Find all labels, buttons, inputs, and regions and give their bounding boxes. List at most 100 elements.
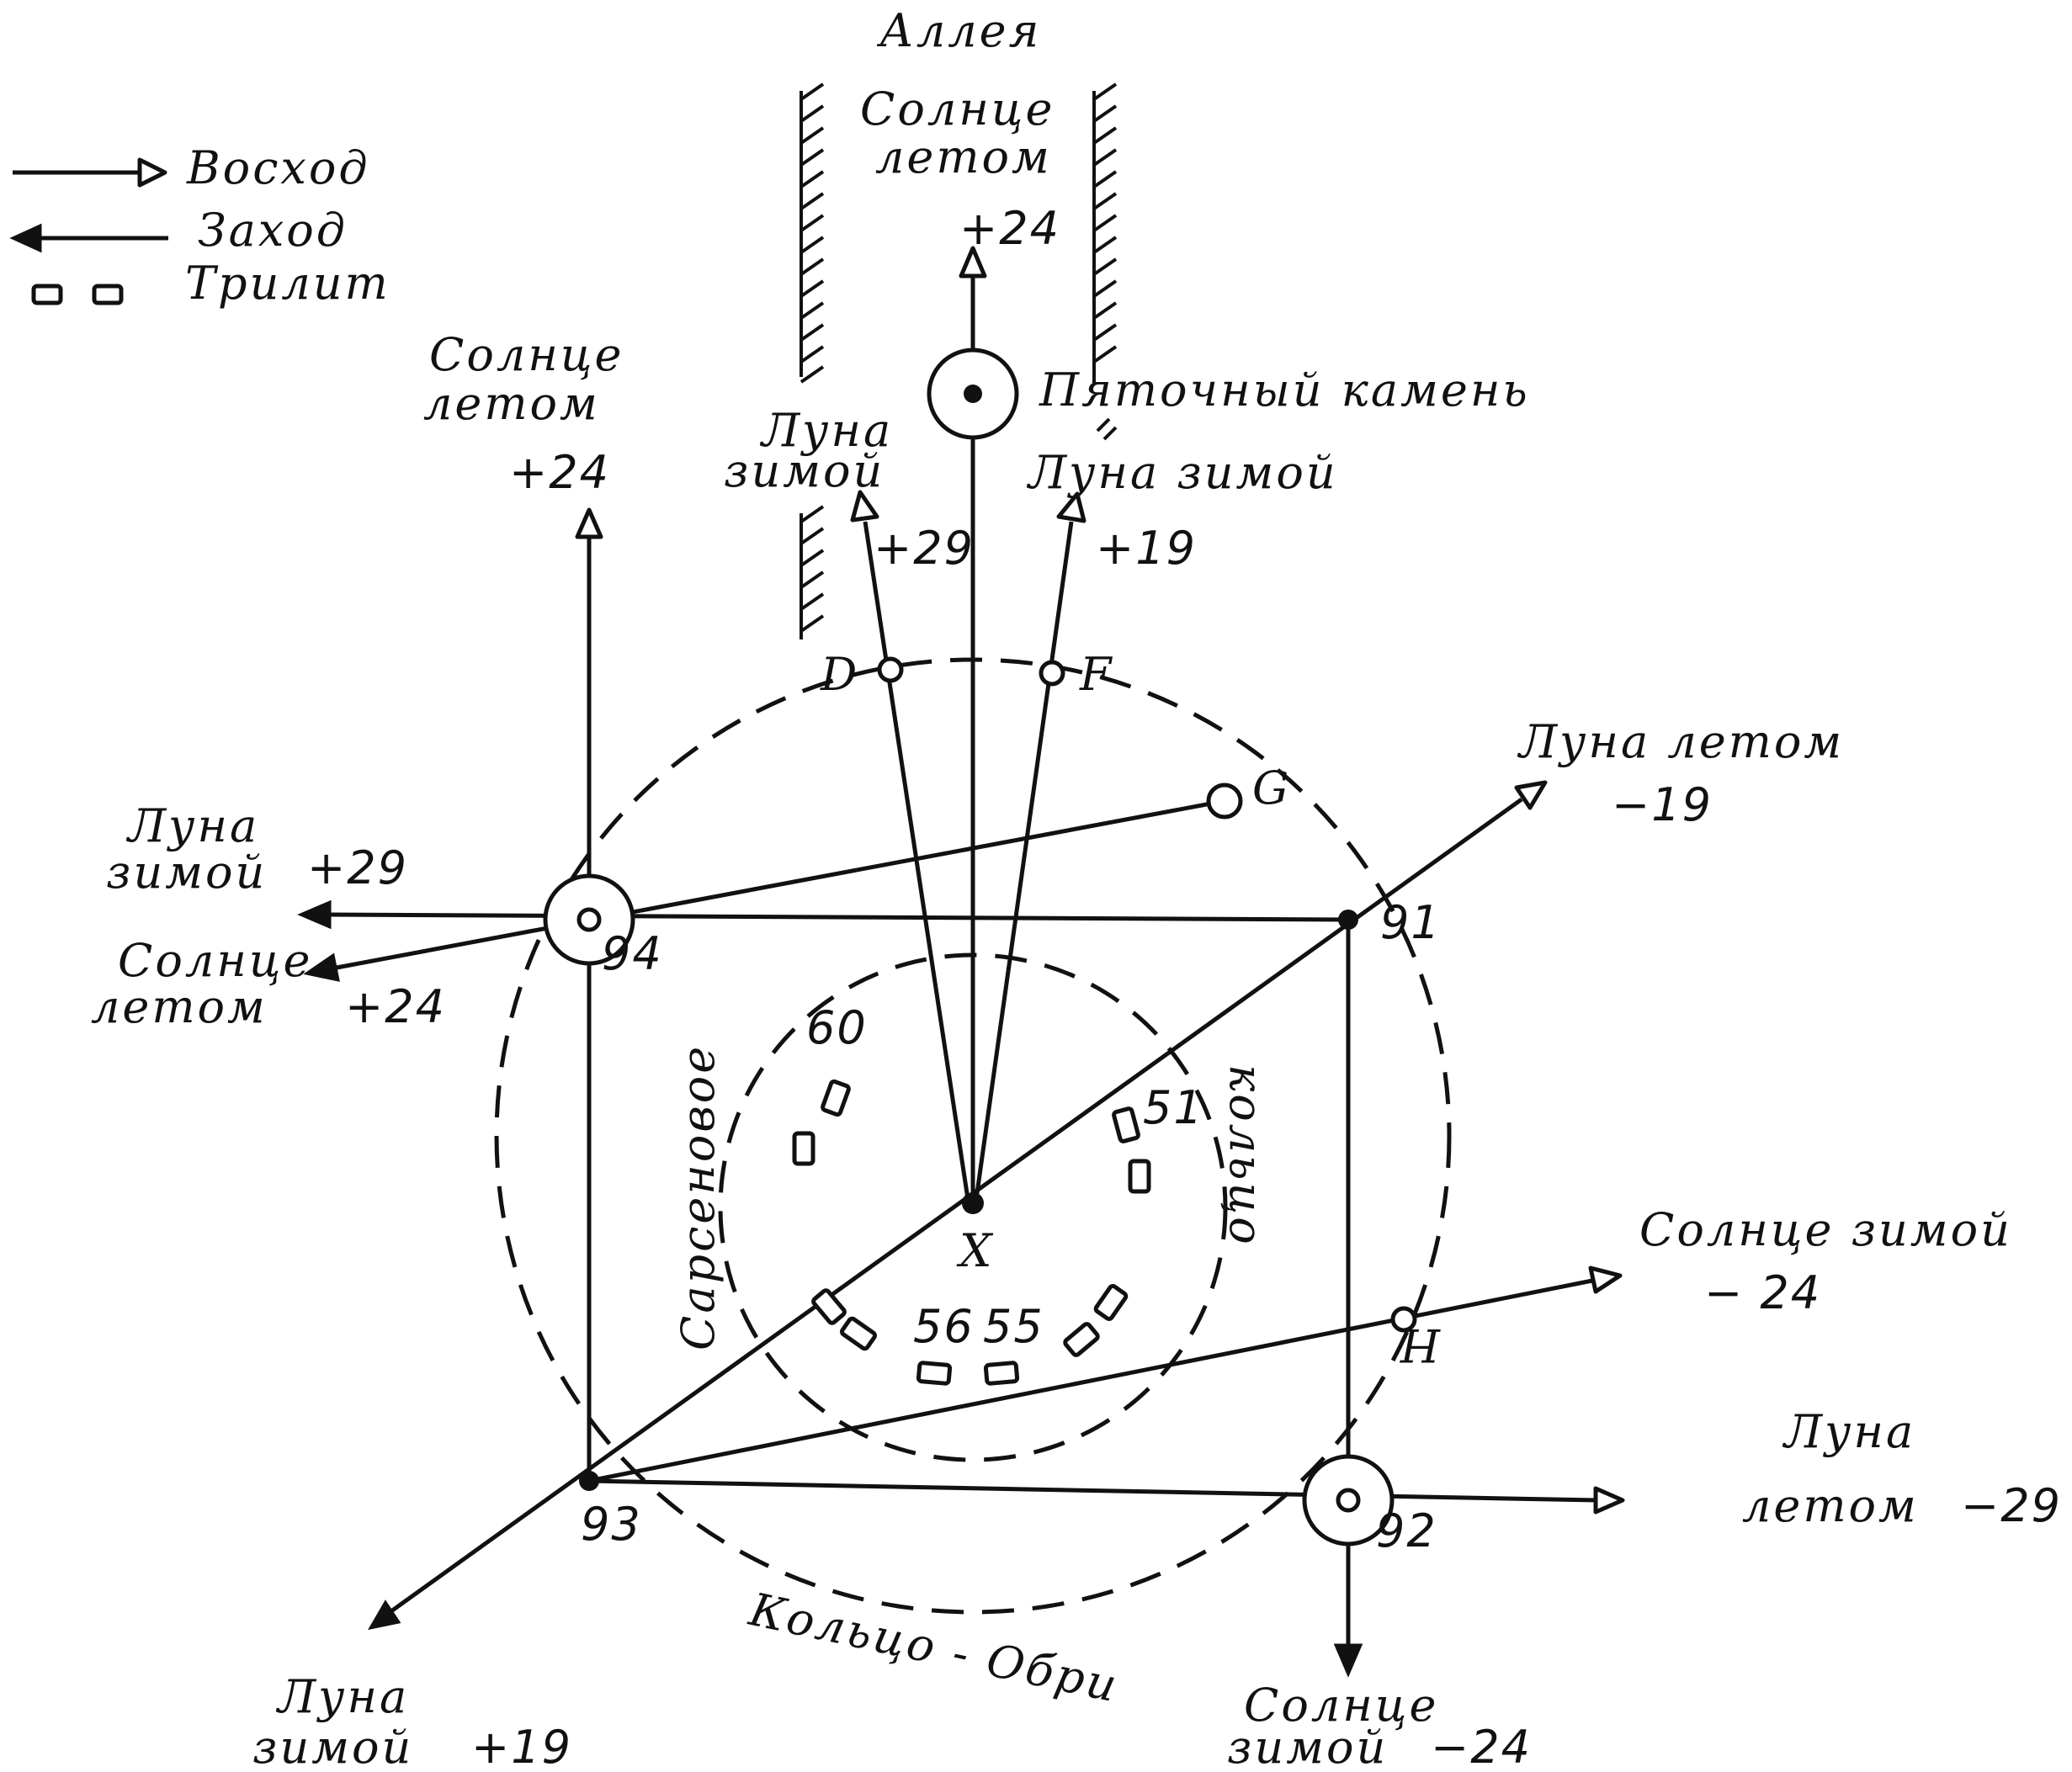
trilithon-icon (916, 1361, 953, 1386)
avenue-label: Аллея (876, 4, 1041, 57)
west-moon-winter-label-2: зимой (106, 846, 267, 899)
trilithon-icon (821, 1079, 851, 1117)
labels: Солнце летом +24 Пяточный камень Солнце … (91, 82, 2062, 1772)
legend-trilith-label: Трилит (185, 257, 390, 310)
alignment-lines (297, 246, 1625, 1678)
station-93-marker (579, 1471, 599, 1491)
left-sun-summer-label-1: Солнце (429, 328, 624, 381)
left-sun-summer-label-2: летом (423, 377, 600, 430)
stone-number-56: 56 (913, 1300, 975, 1353)
s-sun-winter-label-1: Солнце (1244, 1679, 1438, 1732)
moon-winter-29-value: +29 (874, 522, 975, 575)
moon-winter-29-arrowhead-icon (850, 490, 879, 523)
trilithons (792, 1079, 1151, 1386)
legend-sunrise-label: Восход (186, 141, 370, 194)
station-94-label: 94 (602, 927, 663, 980)
e-moon-summer-label-1: Луна (1782, 1405, 1915, 1458)
west-sun-summer-label-1: Солнце (118, 934, 312, 987)
heel-stone-center (964, 385, 982, 403)
moon-winter-29-label-1: Луна (759, 404, 893, 457)
sw-moon-winter-value: +19 (471, 1721, 572, 1772)
heel-stone-label: Пяточный камень (1039, 363, 1530, 416)
station-f-marker (1039, 660, 1065, 687)
west-sun-summer-value: +24 (345, 980, 446, 1033)
station-h-label: H (1398, 1318, 1441, 1371)
moon-winter-29-west-line (327, 912, 1349, 922)
e-moon-summer-value: −29 (1961, 1479, 2062, 1532)
station-d-label: D (820, 648, 859, 701)
trilithon-icon (840, 1316, 877, 1351)
legend-solid-arrowhead-icon (9, 223, 42, 253)
station-94-center (576, 907, 602, 932)
station-91-label: 91 (1380, 896, 1442, 949)
moon-winter-19-arrowhead-icon (1056, 491, 1086, 523)
sun-winter-line (588, 1278, 1593, 1483)
legend-sunset-label: Заход (198, 204, 348, 257)
moon-winter-19-line (974, 521, 1074, 1200)
sw-moon-winter-arrowhead-icon (368, 1600, 401, 1631)
avenue-bank-right (1092, 82, 1118, 441)
station-91-marker (1338, 910, 1358, 930)
trilithon-icon (792, 1131, 816, 1166)
ne-moon-summer-value: −19 (1612, 778, 1713, 831)
s-sun-winter-value: −24 (1431, 1721, 1532, 1772)
sw-moon-winter-label-1: Луна (275, 1670, 409, 1723)
east-sun-winter-arrowhead-icon (1588, 1265, 1623, 1294)
sun-summer-west-line (336, 798, 1225, 970)
e-moon-summer-label-2: летом (1742, 1479, 1919, 1532)
aubrey-ring-label: Кольцо - Обри (744, 1583, 1124, 1713)
avenue-sun-summer-label-2: летом (875, 130, 1052, 183)
left-sun-summer-value: +24 (509, 446, 610, 499)
avenue-sun-summer-value: +24 (959, 202, 1060, 255)
west-moon-winter-value: +29 (307, 841, 408, 894)
station-g-label: G (1252, 761, 1291, 814)
south-sun-winter-arrowhead-icon (1333, 1643, 1363, 1678)
trilithon-icon (811, 1288, 847, 1325)
sarsen-ring-label-left: Сарсеновое (672, 1044, 725, 1350)
e-sun-winter-value: − 24 (1704, 1266, 1821, 1319)
trilithon-icon (1063, 1322, 1100, 1357)
ne-moon-summer-label: Луна летом (1517, 715, 1844, 768)
east-moon-summer-arrowhead-icon (1593, 1486, 1625, 1515)
stations (543, 348, 1417, 1547)
west-sun-summer-label-2: летом (91, 980, 268, 1033)
trilithon-icon (1128, 1159, 1151, 1194)
station-92-center (1336, 1488, 1361, 1513)
stone-number-51: 51 (1143, 1081, 1204, 1134)
e-sun-winter-label: Солнце зимой (1639, 1203, 2012, 1256)
trilithon-icon (983, 1361, 1020, 1386)
center-x-marker (962, 1192, 984, 1214)
station-93-label: 93 (581, 1498, 642, 1551)
moon-winter-19-value: +19 (1096, 522, 1197, 575)
ne-moon-summer-arrowhead-icon (1514, 780, 1548, 810)
s-sun-winter-label-2: зимой (1227, 1721, 1388, 1772)
avenue-bank-left (800, 82, 825, 639)
legend-trilith-icon (92, 284, 124, 305)
legend: Восход Заход Трилит (9, 141, 390, 310)
west-moon-winter-arrowhead-icon (297, 899, 332, 930)
moon-summer-29-line (588, 1478, 1598, 1503)
moon-summer-19-diagonal-line (381, 797, 1523, 1620)
station-f-label: F (1079, 648, 1113, 701)
moon-winter-29-label-2: зимой (724, 444, 885, 497)
avenue: Аллея (800, 4, 1118, 639)
station-d-marker (877, 656, 904, 683)
trilithon-icon (1093, 1284, 1129, 1321)
station-92-label: 92 (1376, 1504, 1437, 1557)
legend-open-arrowhead-icon (137, 157, 167, 188)
stone-number-55: 55 (983, 1300, 1044, 1353)
stone-number-60: 60 (806, 1001, 868, 1054)
sarsen-ring-label-right: кольцо (1219, 1064, 1272, 1247)
left-sun-summer-arrowhead-icon (575, 507, 603, 539)
legend-trilith-icon (31, 284, 63, 305)
moon-winter-19-label: Луна зимой (1026, 446, 1338, 499)
center-x-label: X (956, 1224, 994, 1277)
west-moon-winter-label-1: Луна (125, 799, 259, 852)
sw-moon-winter-label-2: зимой (252, 1721, 413, 1772)
avenue-sun-summer-label-1: Солнце (860, 82, 1055, 135)
station-h-marker (1390, 1306, 1417, 1333)
west-sun-summer-arrowhead-icon (303, 952, 340, 982)
station-g-marker (1206, 783, 1243, 820)
trilithon-icon (1112, 1106, 1140, 1143)
